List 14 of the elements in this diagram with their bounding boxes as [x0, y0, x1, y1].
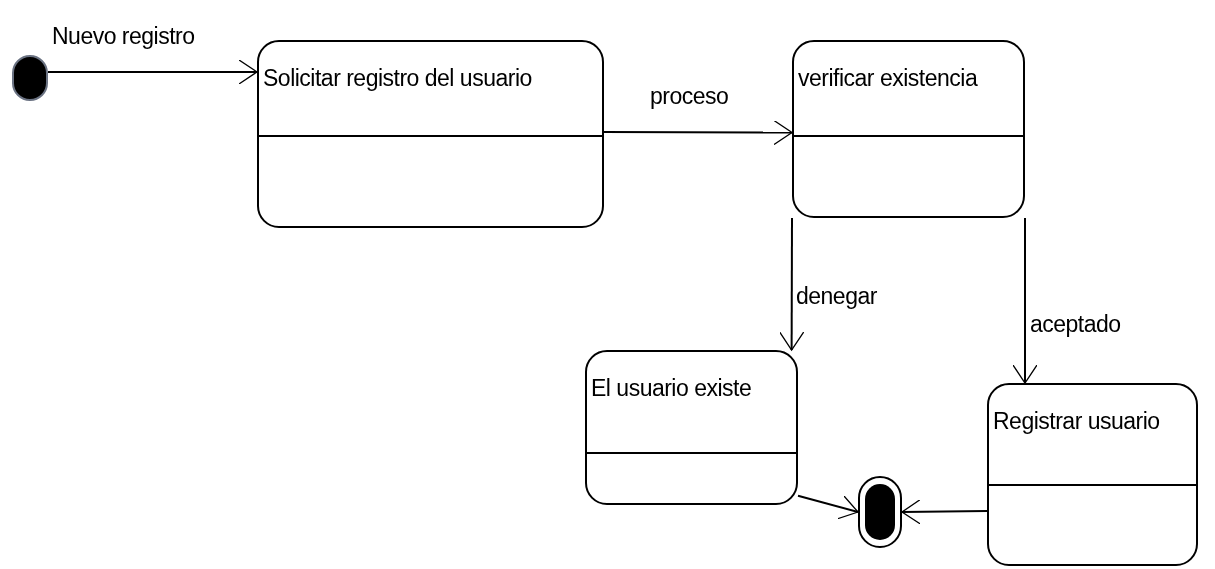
state-name: Solicitar registro del usuario — [263, 64, 532, 93]
transition-arrow — [603, 119, 793, 146]
state-box — [987, 383, 1198, 566]
transition-arrow — [779, 217, 805, 351]
state-box — [792, 40, 1025, 218]
state-name: El usuario existe — [591, 374, 752, 403]
transition-arrow — [47, 59, 258, 85]
state-box — [585, 350, 798, 505]
state-box — [257, 40, 604, 228]
transition-arrow — [901, 499, 988, 525]
state-name: verificar existencia — [798, 64, 978, 93]
transition-arrow — [1012, 217, 1038, 384]
state-name: Registrar usuario — [993, 407, 1160, 436]
transition-arrow — [797, 494, 859, 520]
